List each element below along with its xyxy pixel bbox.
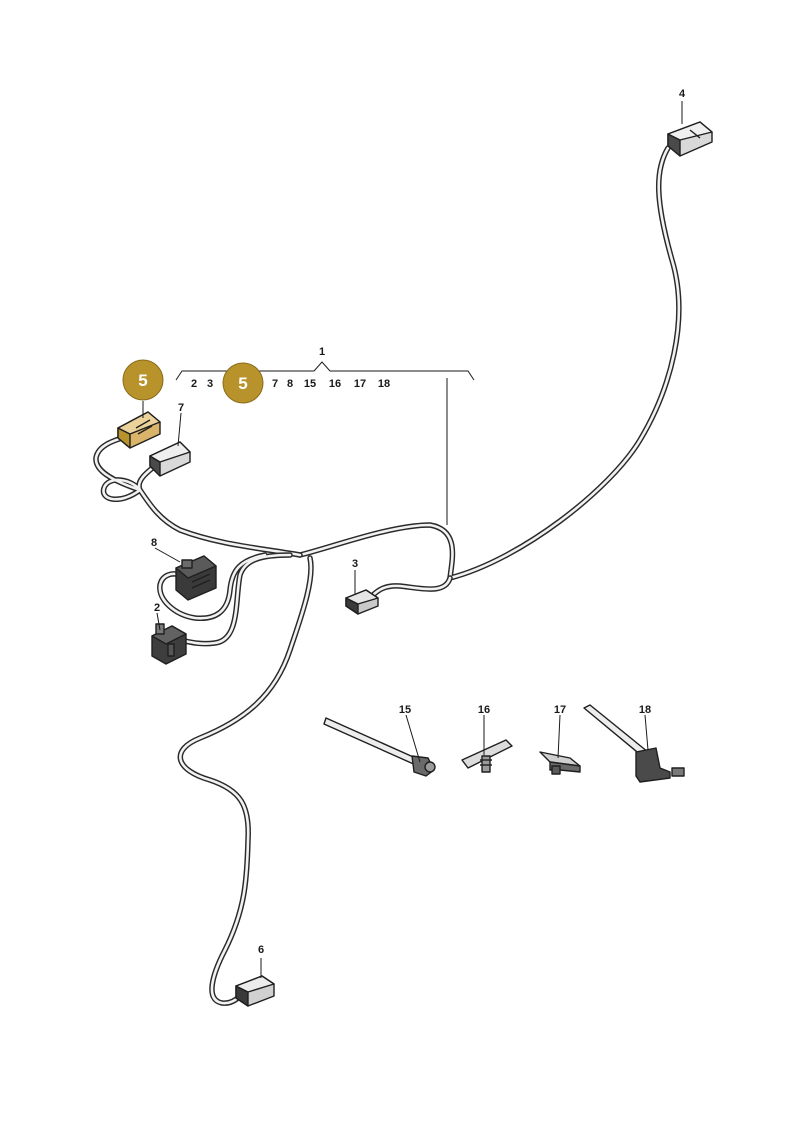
part-17-bracket[interactable] [539, 751, 581, 775]
leader-lines [142, 101, 683, 978]
callout-18: 18 [639, 704, 651, 716]
connector-2[interactable] [151, 623, 187, 665]
callout-1-bracket [175, 361, 475, 381]
connector-8[interactable] [175, 555, 217, 601]
wire-to-4 [297, 145, 682, 581]
callout-7: 7 [178, 402, 184, 414]
bracket-item: 16 [329, 378, 341, 390]
bracket-item: 15 [304, 378, 316, 390]
callout-15: 15 [399, 704, 411, 716]
highlight-badge-list[interactable]: 5 [222, 362, 264, 404]
callout-8: 8 [151, 537, 157, 549]
bracket-item: 8 [287, 378, 293, 390]
bracket-item: 17 [354, 378, 366, 390]
callout-6: 6 [258, 944, 264, 956]
wire-to-6 [177, 555, 314, 1006]
highlight-badge-part-label: 5 [138, 371, 147, 390]
callout-2: 2 [154, 602, 160, 614]
part-18-tie-holder[interactable] [583, 704, 685, 783]
connector-4[interactable] [667, 121, 713, 157]
part-15-cable-tie[interactable] [323, 717, 436, 777]
highlight-badge-part[interactable]: 5 [122, 359, 164, 401]
connector-6[interactable] [235, 975, 275, 1007]
callout-3: 3 [352, 558, 358, 570]
bracket-item: 7 [272, 378, 278, 390]
connector-5-highlighted[interactable] [117, 411, 161, 449]
connector-7[interactable] [149, 441, 191, 477]
bracket-item: 18 [378, 378, 390, 390]
wiring-harness [93, 145, 682, 1006]
callout-16: 16 [478, 704, 490, 716]
connector-3[interactable] [345, 589, 379, 615]
callout-1: 1 [319, 346, 325, 358]
callout-labels: 1 4 7 8 2 3 6 15 16 17 18 2 3 7 8 15 16 … [151, 88, 686, 956]
callout-4: 4 [679, 88, 686, 100]
bracket-item: 3 [207, 378, 213, 390]
highlight-badge-list-label: 5 [238, 374, 247, 393]
bracket-item: 2 [191, 378, 197, 390]
callout-17: 17 [554, 704, 566, 716]
part-16-clip[interactable] [461, 739, 513, 773]
